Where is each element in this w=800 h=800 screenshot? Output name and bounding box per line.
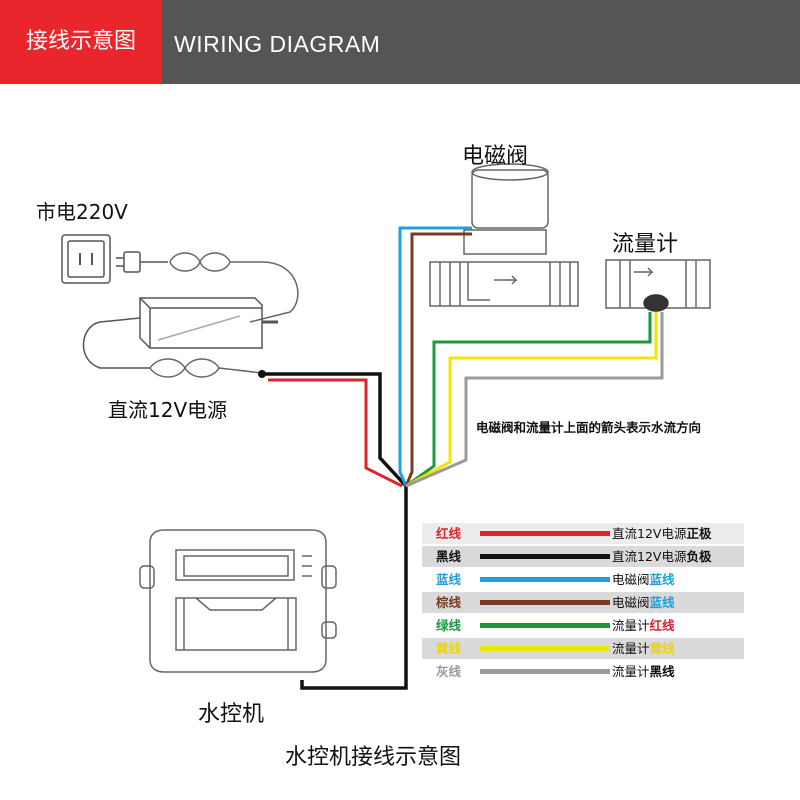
wire-legend: 红线 直流12V电源正极 黑线 直流12V电源负极 蓝线 电磁阀蓝线 棕线 电磁… (422, 523, 744, 684)
valve-label: 电磁阀 (462, 144, 529, 169)
legend-row: 黑线 直流12V电源负极 (422, 546, 744, 569)
header-red-block (0, 0, 162, 84)
legend-wire-swatch (480, 646, 610, 651)
legend-wire-swatch (480, 669, 610, 674)
flow-meter-icon (605, 259, 711, 312)
power-label: 直流12V电源 (108, 398, 228, 422)
output-cable-loop-icon (149, 358, 263, 378)
wall-socket-icon (61, 234, 111, 284)
legend-desc-highlight: 黑线 (649, 664, 675, 679)
header-title-cn: 接线示意图 (25, 29, 136, 54)
legend-wire-name: 绿线 (436, 618, 462, 633)
cable-loop-icon (169, 252, 299, 323)
power-adapter-icon (82, 297, 278, 369)
legend-wire-name: 黑线 (436, 549, 462, 564)
wire-gray (405, 312, 664, 488)
legend-wire-swatch (480, 554, 610, 559)
wire-blue (398, 226, 472, 487)
wire-yellow (405, 312, 658, 488)
wire-black (262, 372, 408, 690)
solenoid-valve-icon (429, 163, 579, 307)
header-bar: 接线示意图 WIRING DIAGRAM (0, 0, 800, 84)
legend-row: 红线 直流12V电源正极 (422, 523, 744, 546)
legend-desc: 流量计 (612, 641, 650, 656)
legend-desc: 直流12V电源 (612, 526, 687, 541)
header-title-en: WIRING DIAGRAM (174, 31, 381, 57)
legend-wire-name: 棕线 (436, 595, 462, 610)
legend-wire-swatch (480, 623, 610, 628)
legend-wire-name: 灰线 (436, 664, 462, 679)
diagram-caption: 水控机接线示意图 (285, 745, 462, 770)
legend-desc-highlight: 正极 (686, 526, 712, 541)
legend-desc-highlight: 蓝线 (649, 595, 675, 610)
legend-desc: 流量计 (612, 664, 650, 679)
legend-desc: 电磁阀 (612, 572, 650, 587)
flow-direction-note: 电磁阀和流量计上面的箭头表示水流方向 (476, 420, 702, 435)
flowmeter-label: 流量计 (612, 232, 679, 257)
legend-desc-highlight: 黄线 (649, 641, 675, 656)
legend-desc-highlight: 负极 (686, 549, 712, 564)
plug-icon (116, 251, 168, 273)
mains-label: 市电220V (36, 200, 128, 224)
legend-row: 黄线 流量计黄线 (422, 638, 744, 661)
legend-desc: 流量计 (612, 618, 650, 633)
legend-desc: 直流12V电源 (612, 549, 687, 564)
legend-desc: 电磁阀 (612, 595, 650, 610)
legend-row: 蓝线 电磁阀蓝线 (422, 569, 744, 592)
controller-label: 水控机 (198, 702, 265, 727)
legend-wire-name: 红线 (436, 526, 462, 541)
wire-red (268, 378, 403, 488)
legend-row: 棕线 电磁阀蓝线 (422, 592, 744, 615)
wire-brown (404, 232, 472, 487)
legend-row: 绿线 流量计红线 (422, 615, 744, 638)
legend-desc-highlight: 蓝线 (649, 572, 675, 587)
legend-wire-swatch (480, 531, 610, 536)
legend-wire-name: 蓝线 (436, 572, 462, 587)
legend-wire-name: 黄线 (436, 641, 462, 656)
legend-wire-swatch (480, 577, 610, 582)
legend-row: 灰线 流量计黑线 (422, 661, 744, 684)
wire-green (405, 312, 652, 488)
legend-desc-highlight: 红线 (649, 618, 675, 633)
legend-wire-swatch (480, 600, 610, 605)
water-controller-icon (139, 529, 337, 673)
